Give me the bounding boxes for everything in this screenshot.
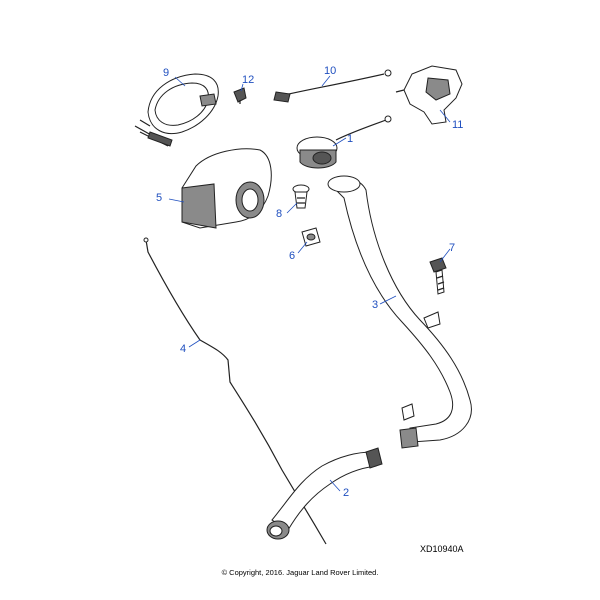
part-3-filler-neck <box>327 175 472 449</box>
callout-5: 5 <box>156 192 162 204</box>
part-12-clip <box>233 87 247 104</box>
part-5-filler-housing <box>181 148 272 229</box>
part-8-push-clip <box>292 184 310 209</box>
callout-11: 11 <box>452 119 463 131</box>
part-9-filler-door <box>134 73 219 147</box>
part-10-release-cable <box>273 69 392 103</box>
callout-8: 8 <box>276 208 282 220</box>
part-11-actuator-bracket <box>395 65 463 125</box>
part-1-filler-cap <box>296 115 392 169</box>
callout-1: 1 <box>347 133 353 145</box>
callout-labels: 9 12 10 11 1 5 8 6 7 3 4 2 <box>156 65 463 499</box>
callout-9: 9 <box>163 67 169 79</box>
callout-2: 2 <box>343 487 349 499</box>
callout-6: 6 <box>289 250 295 262</box>
callout-12: 12 <box>242 74 254 86</box>
leader-lines <box>168 75 451 492</box>
callout-4: 4 <box>180 343 186 355</box>
copyright-notice: © Copyright, 2016. Jaguar Land Rover Lim… <box>221 568 379 577</box>
callout-10: 10 <box>324 65 336 77</box>
part-7-bolt <box>429 257 447 295</box>
reference-code: XD10940A <box>420 544 464 554</box>
part-2-lower-hose <box>266 447 383 540</box>
part-6-grommet <box>301 227 321 247</box>
callout-7: 7 <box>449 242 455 254</box>
callout-3: 3 <box>372 299 378 311</box>
